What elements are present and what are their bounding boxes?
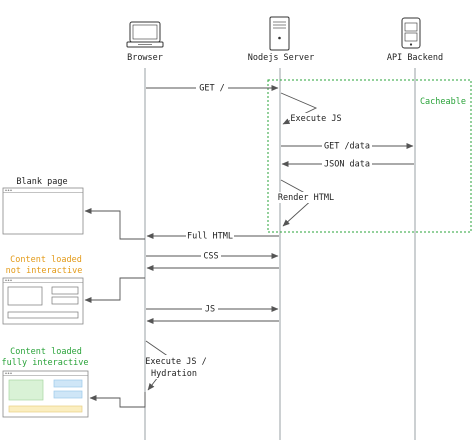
mobile-device-icon <box>401 17 421 49</box>
actor-label-api: API Backend <box>387 53 443 63</box>
message-js: JS <box>205 305 215 315</box>
state-label-not-interactive-line2: not interactive <box>6 266 83 276</box>
message-hydration-line2: Hydration <box>151 369 197 379</box>
monitor-icon <box>126 21 164 48</box>
state-label-interactive-line1: Content loaded <box>10 347 82 357</box>
message-get-root: GET / <box>199 84 225 94</box>
message-json-data: JSON data <box>324 160 370 170</box>
message-get-data: GET /data <box>324 142 370 152</box>
actor-label-server: Nodejs Server <box>248 53 315 63</box>
state-label-not-interactive-line1: Content loaded <box>10 255 82 265</box>
arrow-to-content-page <box>84 277 145 303</box>
state-label-blank: Blank page <box>16 177 67 187</box>
cacheable-label: Cacheable <box>420 97 466 107</box>
message-full-html: Full HTML <box>187 232 233 242</box>
interactive-page-mockup <box>2 370 89 418</box>
cacheable-region <box>267 79 472 233</box>
server-tower-icon <box>269 16 290 51</box>
state-label-interactive-line2: fully interactive <box>2 358 89 368</box>
content-page-mockup <box>2 277 84 325</box>
message-css: CSS <box>203 252 218 262</box>
message-hydration-line1: Execute JS / <box>145 357 206 367</box>
arrow-to-blank-page <box>84 208 145 240</box>
blank-page-mockup <box>2 187 84 235</box>
actor-label-browser: Browser <box>127 53 163 63</box>
message-render-html: Render HTML <box>278 193 334 203</box>
message-execute-js: Execute JS <box>290 114 341 124</box>
arrow-to-interactive-page <box>89 392 146 408</box>
